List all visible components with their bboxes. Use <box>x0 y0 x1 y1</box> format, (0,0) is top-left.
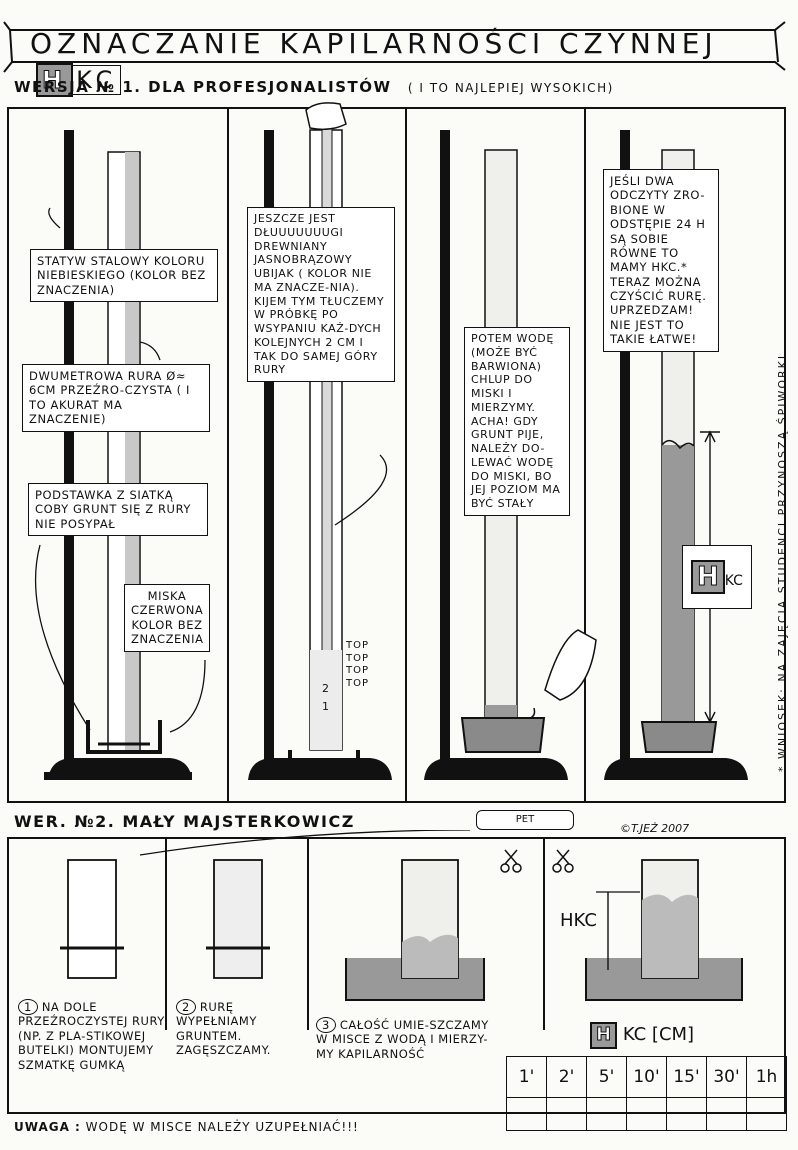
step4-assembly <box>585 859 743 1001</box>
step1-tube <box>60 859 124 979</box>
panel1-stand <box>44 130 192 780</box>
note-bowl: MISKA CZERWONA KOLOR BEZ ZNACZENIA <box>124 584 210 652</box>
panel1-bowl <box>86 720 162 754</box>
table-title: H KC [cm] <box>590 1022 694 1049</box>
panel3-stand <box>424 130 568 780</box>
version2-heading: WER. №2. MAŁY MAJSTERKOWICZ <box>14 812 355 831</box>
layer-number-2: 2 <box>322 682 329 695</box>
warning-note: UWAGA : WODĘ W MISCE NALEŻY UZUPEŁNIAĆ!!… <box>14 1120 359 1134</box>
step3-assembly <box>345 859 485 1001</box>
table-header-cell: 1' <box>506 1056 547 1098</box>
small-hkc-label: HKC <box>560 910 597 931</box>
copyright: ©T.JEŻ 2007 <box>620 822 690 835</box>
note-rammer: JESZCZE JEST DŁUUUUUUUGI DREWNIANY JASNO… <box>247 207 395 382</box>
title-banner-frame <box>3 21 786 73</box>
pet-bottle: PET <box>476 810 574 830</box>
panel2-hand <box>305 102 347 131</box>
table-header-row: 1' 2' 5' 10' 15' 30' 1h <box>506 1056 787 1098</box>
note-tube: DWUMETROWA RURA Ø≈ 6cm PRZEŹRO-CZYSTA ( … <box>22 364 210 432</box>
scissors-icon <box>500 849 574 873</box>
table-header-cell: 30' <box>706 1056 747 1098</box>
table-header-cell: 10' <box>626 1056 667 1098</box>
note-water: POTEM WODĘ (MOŻE BYĆ BARWIONA) CHLUP DO … <box>464 327 570 516</box>
note-readings: JEŚLI DWA ODCZYTY ZRO-BIONE W ODSTĘPIE 2… <box>603 169 719 352</box>
table-header-cell: 15' <box>666 1056 707 1098</box>
results-table: 1' 2' 5' 10' 15' 30' 1h <box>506 1056 787 1131</box>
note-base: PODSTAWKA Z SIATKĄ COBY GRUNT SIĘ Z RURY… <box>28 483 208 537</box>
note-stand: STATYW STALOWY KOLORU NIEBIESKIEGO (KOLO… <box>30 249 218 303</box>
side-note: * WNIOSEK: NA ZAJĘCIA STUDENCI PRZYNOSZĄ… <box>776 348 789 772</box>
step2-tube <box>206 859 270 979</box>
table-row <box>506 1097 787 1131</box>
hkc-symbol: H <box>36 63 74 97</box>
version2-drawing <box>7 830 786 1114</box>
table-header-cell: 2' <box>546 1056 587 1098</box>
layer-number-1: 1 <box>322 700 329 713</box>
panel3-jug <box>529 629 597 719</box>
panel4-tube <box>661 149 695 731</box>
panel3-bowl <box>460 717 546 753</box>
panel4-stand <box>604 130 748 780</box>
panel1-tube <box>107 151 141 753</box>
table-header-cell: 1h <box>746 1056 787 1098</box>
version1-heading: WERSJA № 1. DLA PROFESJONALISTÓW ( I TO … <box>14 78 614 96</box>
table-header-cell: 5' <box>586 1056 627 1098</box>
